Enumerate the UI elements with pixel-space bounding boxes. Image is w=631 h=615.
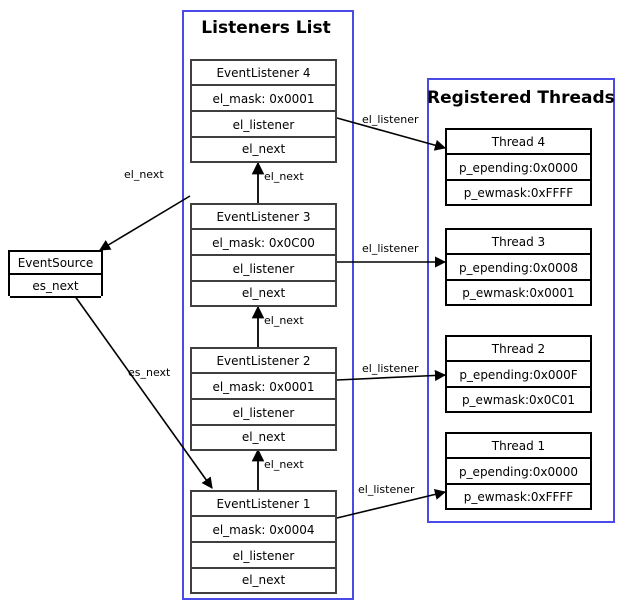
listeners-list-title: Listeners List — [201, 18, 331, 38]
thread-1-ewmask: p_ewmask:0xFFFF — [447, 485, 590, 510]
registered-threads-title: Registered Threads — [427, 88, 615, 108]
listener-box-2[interactable]: EventListener 2 el_mask: 0x0001 el_liste… — [190, 347, 337, 451]
edge-label-l1-to-l2: el_next — [264, 458, 304, 471]
listener-1-el-next: el_next — [192, 569, 335, 592]
listener-4-name: EventListener 4 — [192, 61, 335, 86]
listener-box-1[interactable]: EventListener 1 el_mask: 0x0004 el_liste… — [190, 490, 337, 594]
thread-2-name: Thread 2 — [447, 337, 590, 362]
thread-4-ewmask: p_ewmask:0xFFFF — [447, 181, 590, 206]
listener-3-mask: el_mask: 0x0C00 — [192, 230, 335, 256]
listener-3-name: EventListener 3 — [192, 205, 335, 230]
listener-1-mask: el_mask: 0x0004 — [192, 517, 335, 543]
listener-2-el-listener: el_listener — [192, 400, 335, 426]
listener-3-el-listener: el_listener — [192, 256, 335, 282]
listener-box-4[interactable]: EventListener 4 el_mask: 0x0001 el_liste… — [190, 59, 337, 163]
listener-3-el-next: el_next — [192, 282, 335, 305]
listener-1-el-listener: el_listener — [192, 543, 335, 569]
edge-label-l1-to-t1: el_listener — [358, 483, 415, 496]
thread-3-name: Thread 3 — [447, 230, 590, 255]
event-source-box[interactable]: EventSource es_next — [8, 250, 103, 298]
edge-label-l3-to-t3: el_listener — [362, 242, 419, 255]
thread-box-1[interactable]: Thread 1 p_epending:0x0000 p_ewmask:0xFF… — [445, 432, 592, 510]
edge-label-l4-to-t4: el_listener — [362, 113, 419, 126]
listener-4-el-listener: el_listener — [192, 112, 335, 138]
thread-2-ewmask: p_ewmask:0x0C01 — [447, 388, 590, 413]
listener-4-el-next: el_next — [192, 138, 335, 161]
thread-1-epending: p_epending:0x0000 — [447, 459, 590, 485]
thread-box-4[interactable]: Thread 4 p_epending:0x0000 p_ewmask:0xFF… — [445, 128, 592, 206]
listener-4-mask: el_mask: 0x0001 — [192, 86, 335, 112]
listener-2-mask: el_mask: 0x0001 — [192, 374, 335, 400]
edge-label-l2-to-l3: el_next — [264, 314, 304, 327]
thread-box-2[interactable]: Thread 2 p_epending:0x000F p_ewmask:0x0C… — [445, 335, 592, 413]
edge-label-l2-to-t2: el_listener — [362, 362, 419, 375]
event-source-name: EventSource — [10, 252, 101, 275]
thread-box-3[interactable]: Thread 3 p_epending:0x0008 p_ewmask:0x00… — [445, 228, 592, 306]
listener-2-el-next: el_next — [192, 426, 335, 449]
listener-box-3[interactable]: EventListener 3 el_mask: 0x0C00 el_liste… — [190, 203, 337, 307]
listener-1-name: EventListener 1 — [192, 492, 335, 517]
thread-3-ewmask: p_ewmask:0x0001 — [447, 281, 590, 306]
thread-4-epending: p_epending:0x0000 — [447, 155, 590, 181]
listener-2-name: EventListener 2 — [192, 349, 335, 374]
thread-1-name: Thread 1 — [447, 434, 590, 459]
edge-label-src-to-l4: el_next — [124, 168, 164, 181]
thread-3-epending: p_epending:0x0008 — [447, 255, 590, 281]
thread-2-epending: p_epending:0x000F — [447, 362, 590, 388]
edge-label-src-to-l1: es_next — [128, 366, 171, 379]
event-source-field-es-next: es_next — [10, 275, 101, 298]
edge-label-l3-to-l4: el_next — [264, 170, 304, 183]
registered-threads-group — [427, 78, 615, 523]
thread-4-name: Thread 4 — [447, 130, 590, 155]
